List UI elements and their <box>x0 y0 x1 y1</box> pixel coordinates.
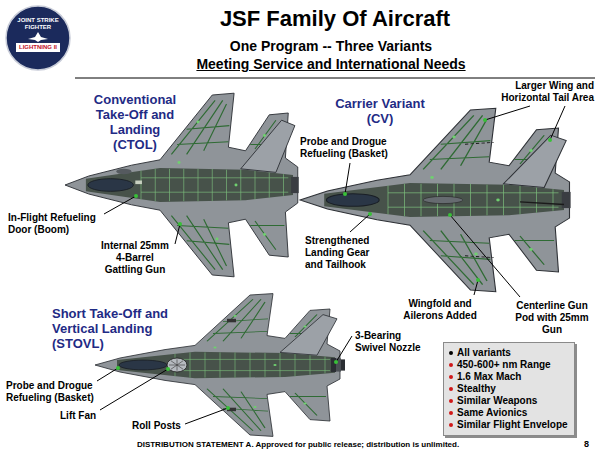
variant-heading: Short Take-Off and Vertical Landing (STO… <box>52 306 177 351</box>
bullet-text: Similar Weapons <box>457 395 537 407</box>
leader-line <box>97 368 118 381</box>
bullet-item: 1.6 Max Mach <box>449 371 568 383</box>
bullet-item: Similar Weapons <box>449 395 568 407</box>
leader-line <box>350 214 370 232</box>
roll-post <box>227 319 236 323</box>
logo-text: LIGHTNING II <box>14 44 62 51</box>
tailhook <box>520 202 564 205</box>
variant-heading: Carrier Variant (CV) <box>330 96 430 126</box>
stovl-details <box>167 319 345 411</box>
leader-line <box>474 280 478 295</box>
leader-line <box>450 215 520 297</box>
bullet-mark <box>449 411 453 415</box>
callout-label: Centerline Gun Pod with 25mm Gun <box>512 300 592 336</box>
callout-label: Strengthened Landing Gear and Tailhook <box>305 235 383 271</box>
bullet-text: All variants <box>457 347 511 359</box>
leader-dot <box>166 367 170 371</box>
leader-dot <box>178 222 182 226</box>
distribution-statement: DISTRIBUTION STATEMENT A. Approved for p… <box>0 440 598 450</box>
lift-fan <box>167 358 187 372</box>
subtitle: Meeting Service and International Needs <box>66 56 596 73</box>
leader-line <box>345 163 350 194</box>
variant-heading: Conventional Take-Off and Landing (CTOL) <box>89 92 181 152</box>
leader-dot <box>343 192 347 196</box>
callout-label: Larger Wing and Horizontal Tail Area <box>474 80 594 104</box>
bullet-mark <box>449 375 453 379</box>
program-logo <box>6 6 70 70</box>
bullet-text: Stealthy <box>457 383 496 395</box>
leader-line <box>175 224 180 244</box>
subtitle: One Program -- Three Variants <box>66 38 596 55</box>
logo-text: JOINT STRIKE FIGHTER <box>14 17 62 31</box>
bullet-mark <box>449 387 453 391</box>
bullet-text: Similar Flight Envelope <box>457 419 568 431</box>
lift-fan-blades <box>169 359 185 370</box>
bullet-text: 1.6 Max Mach <box>457 371 521 383</box>
summary-box: All variants450-600+ nm Range1.6 Max Mac… <box>443 342 575 436</box>
slide-title: JSF Family Of Aircraft <box>70 6 600 32</box>
cv-aircraft <box>300 108 571 292</box>
logo-jet <box>28 32 48 42</box>
internal-gun <box>116 169 131 174</box>
callout-label: Probe and Drogue Refueling (Basket) <box>300 136 395 160</box>
leader-dot <box>334 360 338 364</box>
leader-line <box>104 196 136 214</box>
leader-dot <box>448 213 452 217</box>
callout-label: In-Flight Refueling Door (Boom) <box>8 212 103 236</box>
bullet-text: 450-600+ nm Range <box>457 359 551 371</box>
leader-lines <box>97 106 565 424</box>
bullet-mark <box>449 423 453 427</box>
bullet-mark <box>449 351 453 355</box>
bullet-mark <box>449 363 453 367</box>
bullet-mark <box>449 399 453 403</box>
leader-line <box>336 336 352 362</box>
bullet-item: Similar Flight Envelope <box>449 419 568 431</box>
leader-dot <box>476 278 480 282</box>
leader-dot <box>483 118 487 122</box>
wingfold-line <box>465 142 494 257</box>
callout-label: 3-Bearing Swivel Nozzle <box>355 330 427 354</box>
callout-label: Internal 25mm 4-Barrel Gattling Gun <box>99 240 171 276</box>
leader-dot <box>116 366 120 370</box>
bullet-item: All variants <box>449 347 568 359</box>
leader-line <box>185 408 228 424</box>
bullet-item: Stealthy <box>449 383 568 395</box>
callout-label: Probe and Drogue Refueling (Basket) <box>6 380 101 404</box>
leader-dot <box>368 212 372 216</box>
swivel-nozzle <box>331 358 336 372</box>
leader-line <box>550 106 565 140</box>
gun-pod <box>423 196 463 203</box>
callout-label: Roll Posts <box>132 420 181 432</box>
bullet-item: 450-600+ nm Range <box>449 359 568 371</box>
ctol-details <box>116 169 142 184</box>
bullet-item: Same Avionics <box>449 407 568 419</box>
page-number: 8 <box>584 439 589 450</box>
leader-dot <box>226 406 230 410</box>
cv-details <box>423 142 564 257</box>
swivel-nozzle <box>341 359 345 370</box>
leader-dot <box>134 194 138 198</box>
leader-line <box>485 106 530 120</box>
leader-dot <box>548 138 552 142</box>
refueling-door <box>135 181 142 185</box>
bullet-text: Same Avionics <box>457 407 527 419</box>
header-rule <box>75 78 595 79</box>
leader-line <box>100 369 168 410</box>
callout-label: Wingfold and Ailerons Added <box>400 298 480 322</box>
leader-ends <box>116 118 552 410</box>
callout-label: Lift Fan <box>60 410 96 422</box>
